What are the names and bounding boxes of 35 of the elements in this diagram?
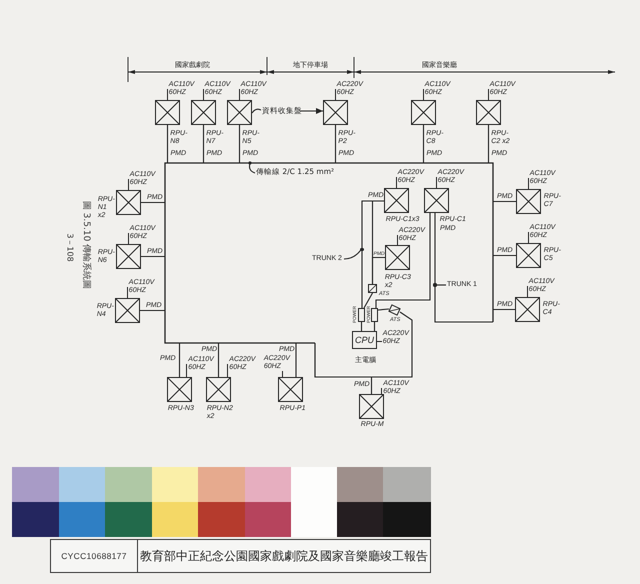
cable-line: [493, 200, 516, 202]
cable-line: [434, 213, 493, 323]
junction-dot: [433, 283, 437, 287]
cable-line: [202, 125, 204, 163]
cable-line: [178, 343, 180, 377]
figure-caption: 圖 3.5.10 傳輸系統圖: [81, 200, 92, 290]
cable-line: [334, 125, 336, 163]
node-label: CPU: [354, 334, 375, 347]
cable-line: [238, 125, 240, 163]
cable-line: [374, 322, 376, 331]
cable-line: [493, 254, 516, 256]
cable-line: [364, 292, 373, 308]
leader-line: [248, 161, 256, 174]
cable-line: [375, 213, 431, 308]
cable-line: [360, 322, 362, 331]
cable-line: [140, 310, 165, 312]
leader-line: [344, 250, 362, 260]
cable-line: [372, 256, 385, 284]
cable-line: [314, 343, 372, 394]
cable-line: [218, 343, 220, 377]
cable-line: [422, 125, 424, 163]
leader-arrow: [300, 108, 323, 114]
leader-line: [252, 108, 262, 114]
cable-line: [378, 308, 390, 311]
leader-line: [436, 284, 446, 286]
page-number: 3－108: [66, 232, 75, 262]
cable-line: [141, 202, 165, 204]
cable-line: [295, 343, 297, 377]
report-title: 教育部中正紀念公園國家戲劇院及國家音樂廳竣工報告: [139, 548, 429, 564]
cable-line: [493, 308, 515, 310]
cable-line: [141, 256, 165, 258]
catalog-number: CYCC10688177: [51, 540, 138, 572]
cable-line: [488, 125, 490, 163]
cable-line: [166, 125, 168, 163]
junction-dot: [360, 248, 364, 251]
